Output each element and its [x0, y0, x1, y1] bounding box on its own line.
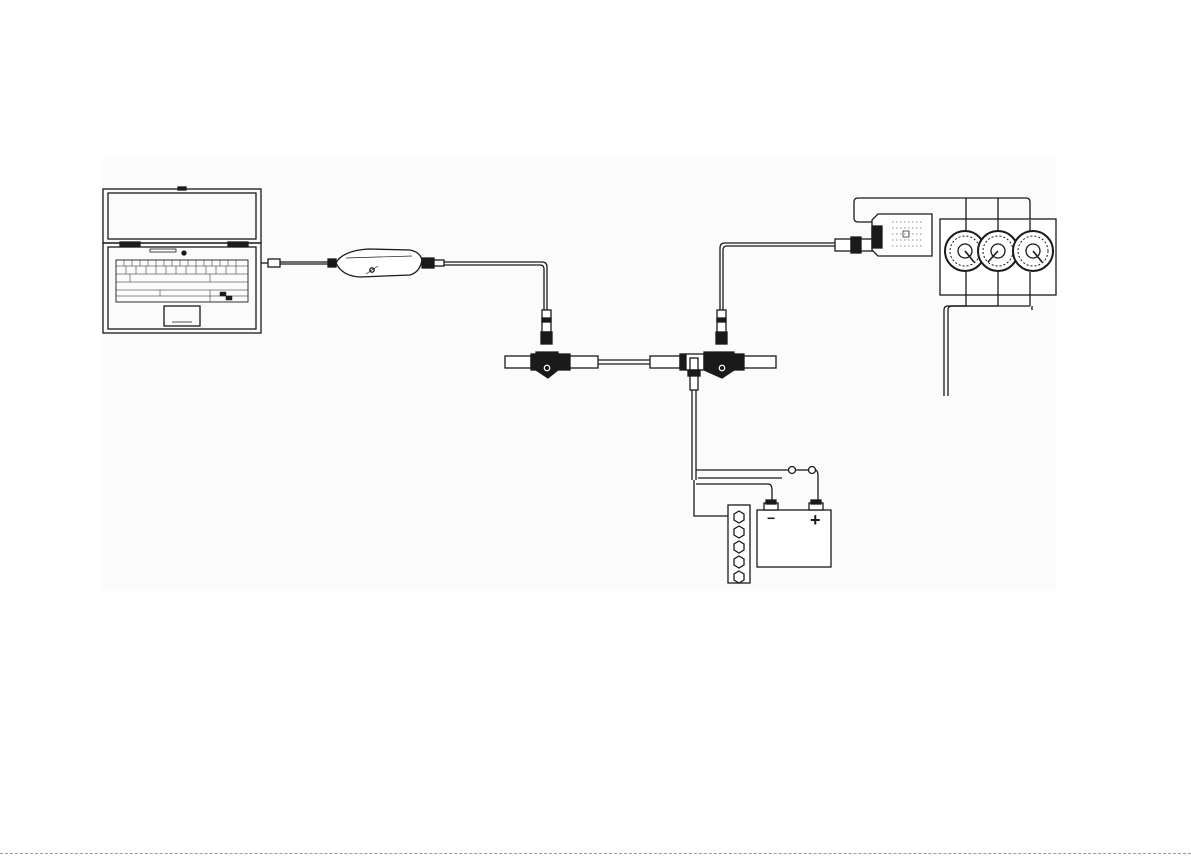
tee-connector-icon	[704, 352, 734, 378]
battery-negative-symbol: −	[767, 510, 775, 526]
drop-cable-left	[444, 262, 552, 344]
engine-gauge-panel	[940, 198, 1056, 396]
backbone-cable	[505, 352, 776, 378]
drop-cable-right	[716, 237, 873, 344]
page-bottom-rule	[0, 853, 1191, 854]
usb-interface-icon	[336, 249, 444, 277]
tee-connector-icon	[536, 352, 558, 378]
gauge-icon	[1013, 231, 1053, 271]
battery-positive-symbol: +	[810, 510, 821, 530]
usb-cable	[261, 259, 336, 267]
laptop-icon	[103, 187, 261, 333]
power-tap-icon	[688, 358, 700, 480]
fuse-block-icon	[728, 505, 750, 583]
power-wiring	[694, 467, 818, 517]
